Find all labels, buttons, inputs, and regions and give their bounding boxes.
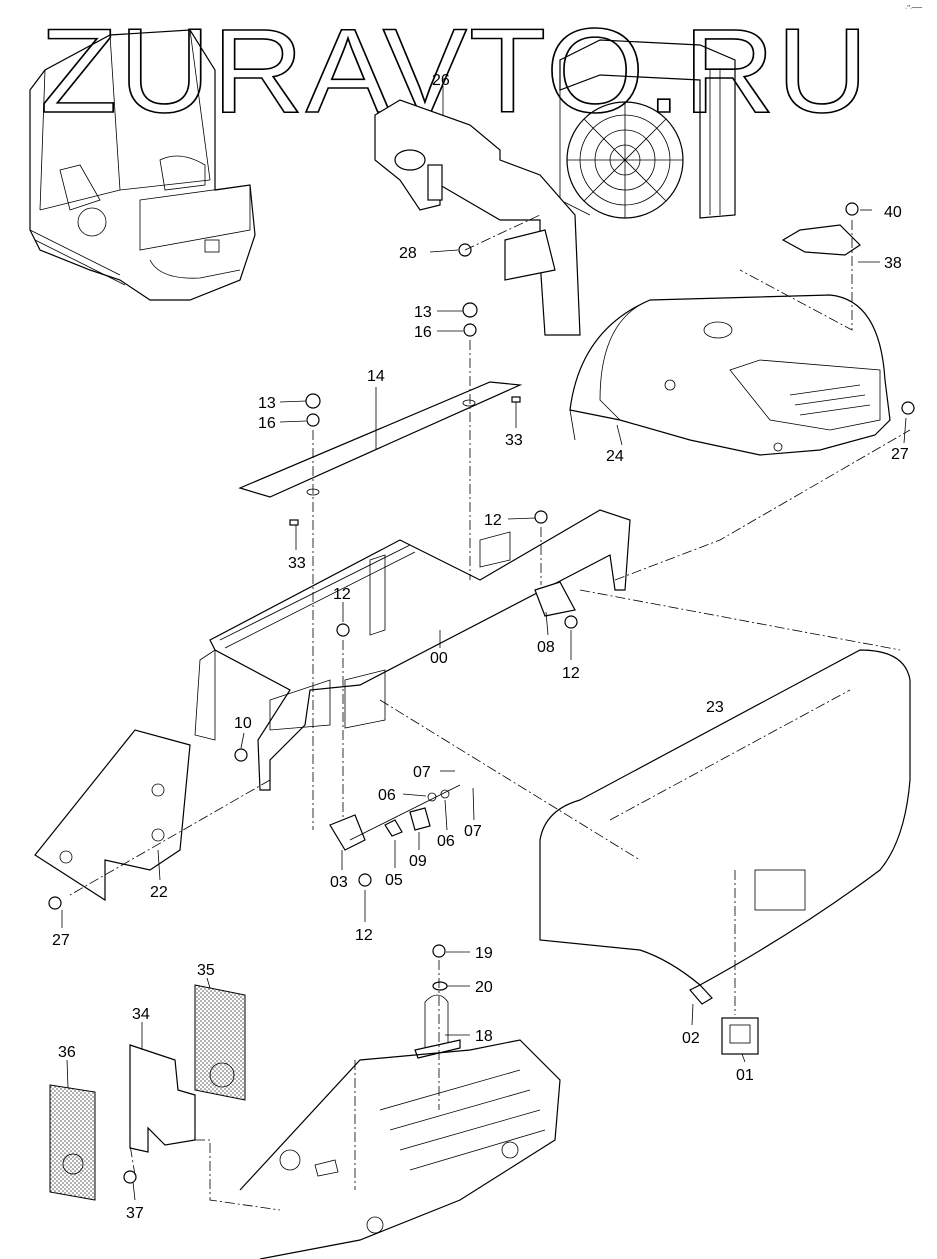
part-label-13-left: 13: [258, 395, 276, 412]
part-label-02: 02: [682, 1030, 700, 1047]
label-leader-lines: [61, 86, 907, 1201]
part-label-22: 22: [150, 884, 168, 901]
part-label-16-top: 16: [414, 324, 432, 341]
part-label-40: 40: [884, 204, 902, 221]
part-label-07-upper: 07: [413, 764, 431, 781]
part-02-bolt: [689, 984, 713, 1005]
part-36-insulation-pad: [49, 1084, 96, 1201]
part-label-26: 26: [432, 72, 450, 89]
part-34-seal-plate: [129, 1044, 196, 1153]
part-label-03: 03: [330, 874, 348, 891]
part-00-frame: [194, 509, 631, 791]
part-label-12-right: 12: [562, 665, 580, 682]
part-label-19: 19: [475, 945, 493, 962]
part-label-28: 28: [399, 245, 417, 262]
part-label-27-right: 27: [891, 446, 909, 463]
assembly-leader-lines: [69, 214, 911, 1211]
part-label-27-left: 27: [52, 932, 70, 949]
part-label-37: 37: [126, 1205, 144, 1222]
part-label-12-mid: 12: [333, 586, 351, 603]
watermark-text: ZURAVTO.RU: [40, 4, 870, 138]
part-label-12-bottom: 12: [355, 927, 373, 944]
part-label-13-top: 13: [414, 304, 432, 321]
part-label-14: 14: [367, 368, 385, 385]
part-label-01: 01: [736, 1067, 754, 1084]
part-label-12-upper: 12: [484, 512, 502, 529]
part-38-cover: [781, 224, 861, 256]
part-label-00: 00: [430, 650, 448, 667]
latch-assembly: [329, 581, 576, 851]
part-label-07-lower: 07: [464, 823, 482, 840]
part-35-insulation-pad: [194, 984, 246, 1101]
part-23-counterweight: [539, 649, 911, 986]
part-label-16-left: 16: [258, 415, 276, 432]
part-label-09: 09: [409, 853, 427, 870]
part-18-u-bolt: [414, 1039, 461, 1059]
part-labels: 26 40 28 38 13 16 14 13 16 33 24 27 12 3…: [52, 72, 909, 1222]
part-01-latch: [721, 1017, 759, 1055]
part-label-33-left: 33: [288, 555, 306, 572]
part-label-33-right: 33: [505, 432, 523, 449]
part-24-engine-hood: [569, 294, 891, 456]
excavator-overview-illustration: [29, 29, 256, 301]
part-label-10: 10: [234, 715, 252, 732]
part-label-08: 08: [537, 639, 555, 656]
part-label-34: 34: [132, 1006, 150, 1023]
part-label-20: 20: [475, 979, 493, 996]
lower-frame-illustration: [239, 1039, 561, 1259]
part-label-38: 38: [884, 255, 902, 272]
part-label-05: 05: [385, 872, 403, 889]
part-26-bracket: [374, 99, 581, 336]
part-label-35: 35: [197, 962, 215, 979]
part-label-06-left: 06: [378, 787, 396, 804]
corner-mark: ·"·──: [905, 5, 922, 12]
part-label-06-right: 06: [437, 833, 455, 850]
part-label-24: 24: [606, 448, 624, 465]
part-22-side-cover: [34, 729, 191, 902]
part-label-23: 23: [706, 699, 724, 716]
part-14-plate: [238, 381, 523, 498]
part-label-36: 36: [58, 1044, 76, 1061]
part-label-18: 18: [475, 1028, 493, 1045]
